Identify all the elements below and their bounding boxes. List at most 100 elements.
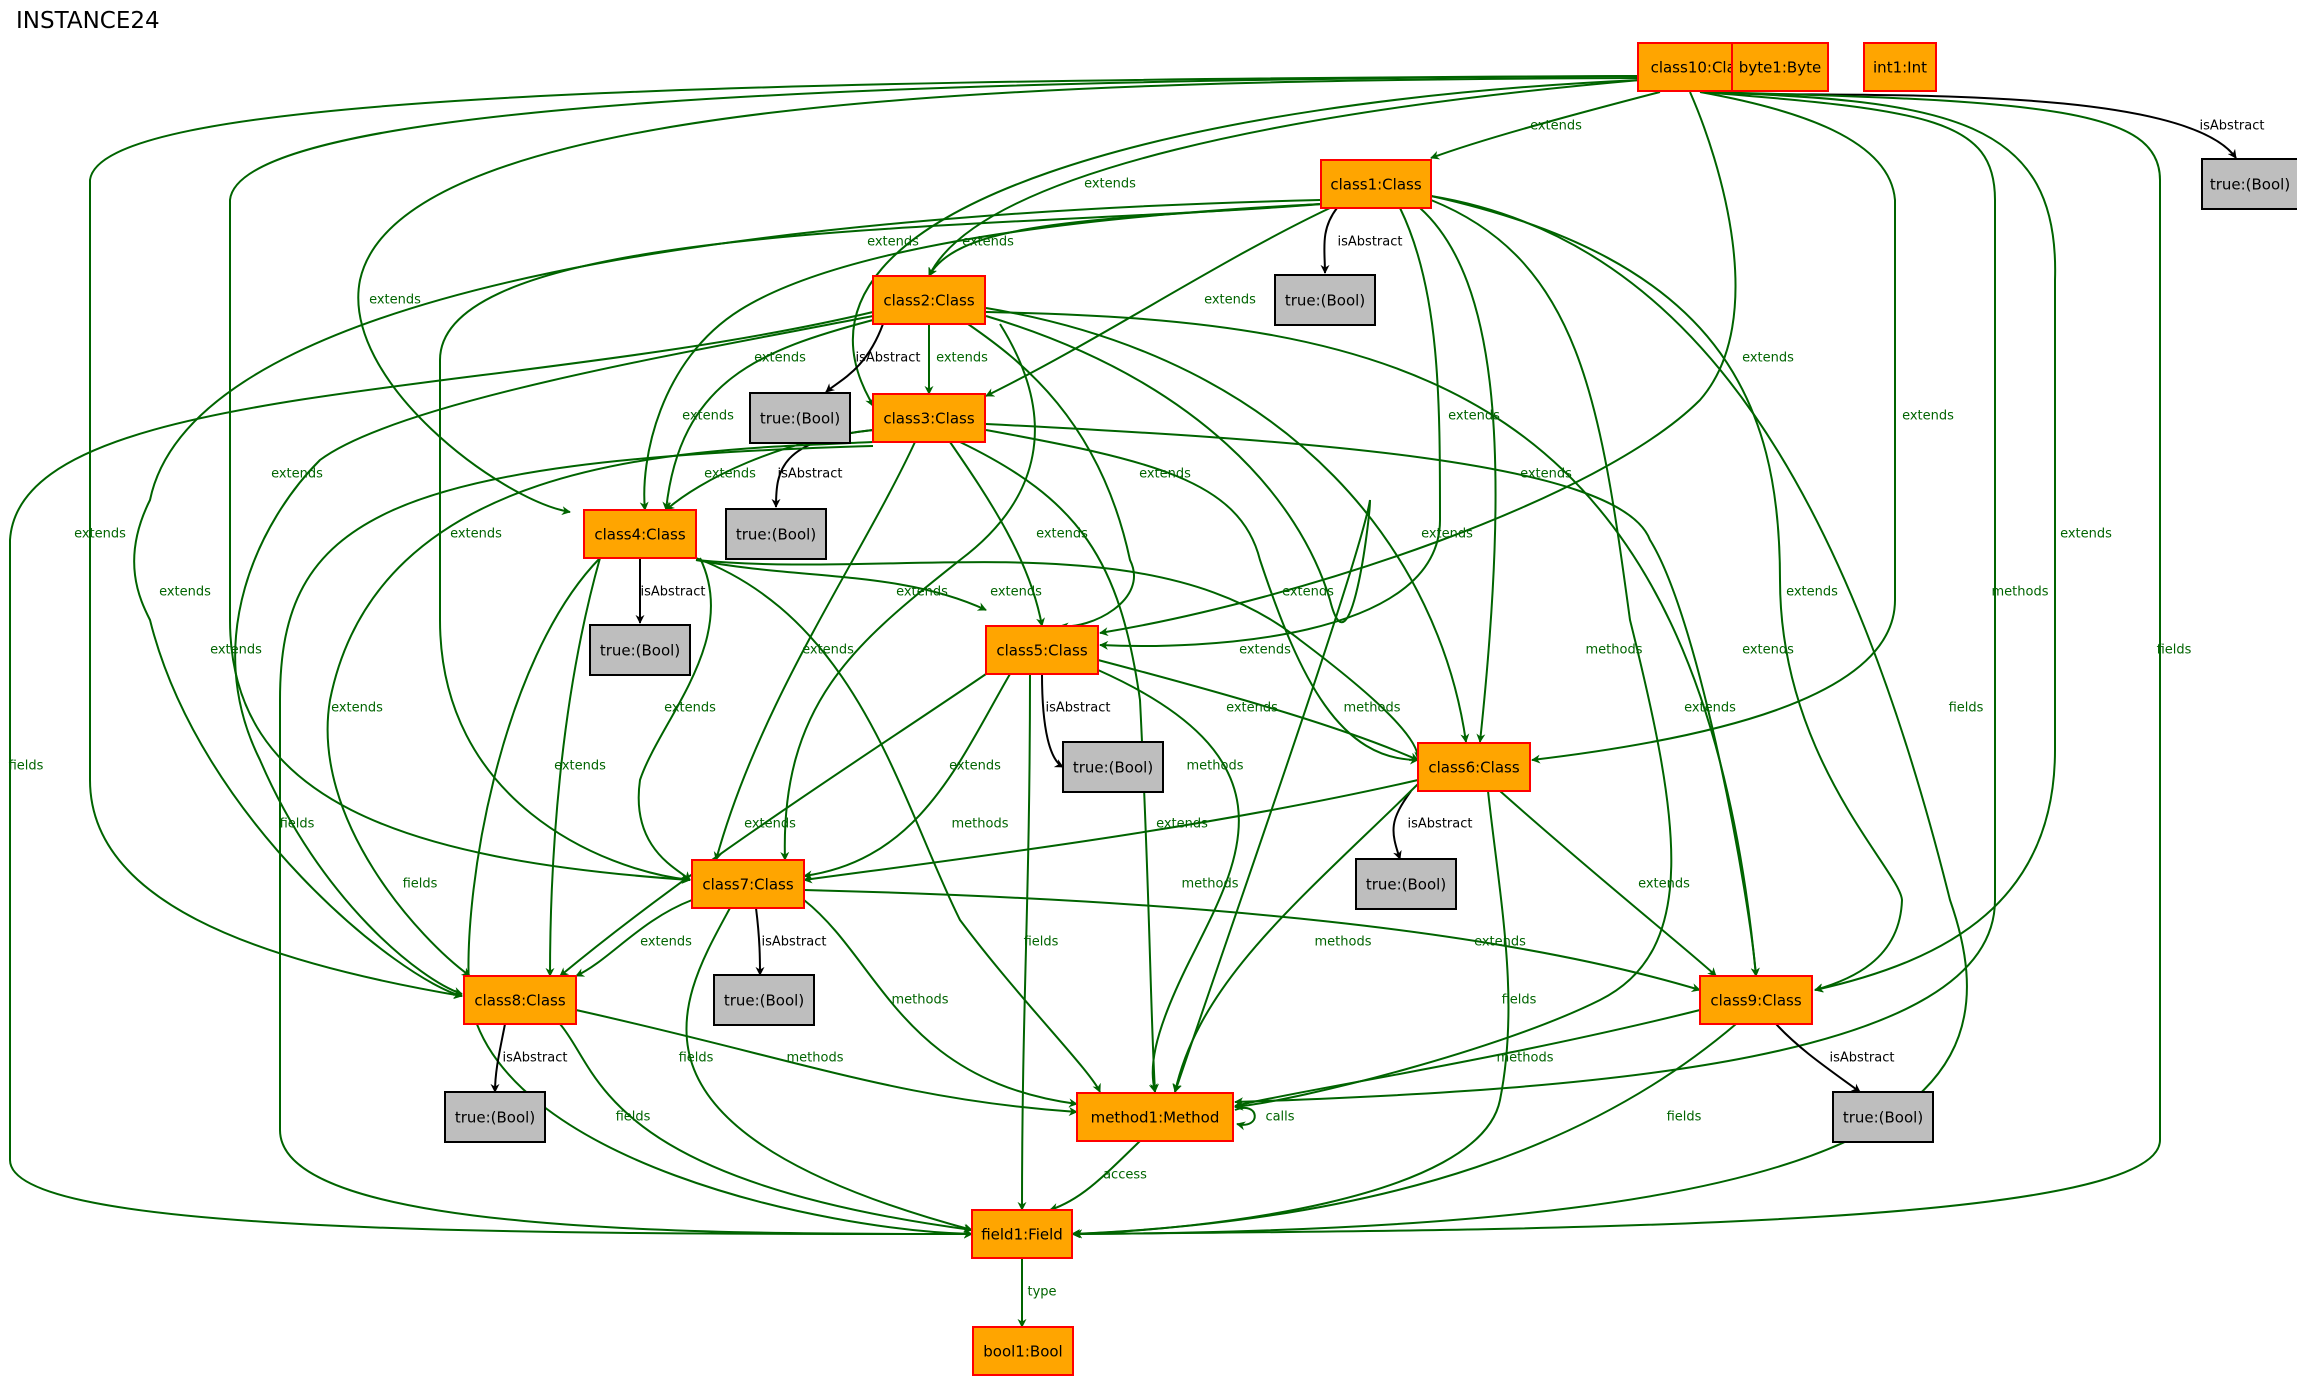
edge-class7-to-t7 bbox=[755, 907, 765, 976]
node-byte1[interactable]: byte1:Byte bbox=[1731, 42, 1829, 92]
node-t6[interactable]: true:(Bool) bbox=[1355, 858, 1457, 910]
edge-label-class2-to-class6: extends bbox=[1421, 527, 1473, 542]
node-label-t7: true:(Bool) bbox=[724, 992, 804, 1010]
node-class5[interactable]: class5:Class bbox=[985, 625, 1099, 675]
edge-label-class2-to-class9: extends bbox=[1742, 643, 1794, 658]
edge-class3-to-class9 bbox=[985, 423, 1760, 977]
edge-label-class4-to-class7: extends bbox=[664, 701, 716, 716]
node-box-class1[interactable] bbox=[1320, 159, 1432, 209]
edge-class5-to-method1 bbox=[1097, 669, 1240, 1093]
edge-class1-to-class8 bbox=[133, 199, 1321, 999]
node-box-field1[interactable] bbox=[971, 1209, 1073, 1259]
edge-class1-to-class9 bbox=[1430, 195, 1904, 993]
edge-label-class3-to-class9: extends bbox=[1684, 701, 1736, 716]
node-box-int1[interactable] bbox=[1863, 42, 1937, 92]
edge-class9-to-field1 bbox=[1071, 1023, 1737, 1239]
node-box-t5[interactable] bbox=[1062, 741, 1164, 793]
node-box-t10[interactable] bbox=[2201, 158, 2297, 210]
node-box-class5[interactable] bbox=[985, 625, 1099, 675]
edge-class4-to-class5 bbox=[695, 559, 987, 611]
node-t1[interactable]: true:(Bool) bbox=[1274, 274, 1376, 326]
edge-label-class10-to-field1: fields bbox=[2157, 643, 2192, 658]
edge-method1-to-method1 bbox=[1234, 1107, 1256, 1131]
edge-label-class1-to-t1: isAbstract bbox=[1338, 235, 1403, 250]
edge-class9-to-method1 bbox=[1234, 1009, 1701, 1109]
node-class4[interactable]: class4:Class bbox=[583, 509, 697, 559]
node-box-class3[interactable] bbox=[872, 393, 986, 443]
node-method1[interactable]: method1:Method bbox=[1076, 1092, 1234, 1142]
edge-label-class1-to-class3: extends bbox=[1204, 293, 1256, 308]
node-class6[interactable]: class6:Class bbox=[1417, 742, 1531, 792]
node-t5[interactable]: true:(Bool) bbox=[1062, 741, 1164, 793]
node-label-class3: class3:Class bbox=[883, 410, 974, 428]
node-label-t10: true:(Bool) bbox=[2210, 176, 2290, 194]
node-bool1[interactable]: bool1:Bool bbox=[972, 1326, 1074, 1376]
node-field1[interactable]: field1:Field bbox=[971, 1209, 1073, 1259]
node-box-t9[interactable] bbox=[1832, 1091, 1934, 1143]
node-class8[interactable]: class8:Class bbox=[463, 975, 577, 1025]
node-label-class4: class4:Class bbox=[594, 526, 685, 544]
edge-class7-to-class8 bbox=[575, 899, 693, 977]
edge-class3-to-class8 bbox=[326, 441, 874, 977]
node-box-t4[interactable] bbox=[589, 624, 691, 676]
node-t4[interactable]: true:(Bool) bbox=[589, 624, 691, 676]
node-t9[interactable]: true:(Bool) bbox=[1832, 1091, 1934, 1143]
edge-label-class10-to-class6: extends bbox=[1902, 409, 1954, 424]
edge-class10-to-method1 bbox=[1234, 91, 1996, 1107]
edge-label-class8-to-method1: methods bbox=[787, 1051, 844, 1066]
edge-class3-to-field1 bbox=[279, 445, 973, 1239]
node-box-class7[interactable] bbox=[691, 859, 805, 909]
edge-label-class10-to-class8: extends bbox=[74, 527, 126, 542]
node-t2[interactable]: true:(Bool) bbox=[749, 392, 851, 444]
node-box-method1[interactable] bbox=[1076, 1092, 1234, 1142]
node-class1[interactable]: class1:Class bbox=[1320, 159, 1432, 209]
edge-class8-to-field1 bbox=[559, 1023, 973, 1234]
edge-class1-to-class5 bbox=[1099, 207, 1442, 650]
node-t7[interactable]: true:(Bool) bbox=[713, 974, 815, 1026]
node-box-t8[interactable] bbox=[444, 1091, 546, 1143]
edge-class10-to-class7 bbox=[229, 75, 1641, 884]
node-class2[interactable]: class2:Class bbox=[872, 275, 986, 325]
node-label-class9: class9:Class bbox=[1710, 992, 1801, 1010]
node-label-class7: class7:Class bbox=[702, 876, 793, 894]
edge-class6-to-method1 bbox=[1172, 783, 1419, 1093]
node-box-class6[interactable] bbox=[1417, 742, 1531, 792]
node-class7[interactable]: class7:Class bbox=[691, 859, 805, 909]
node-box-t6[interactable] bbox=[1355, 858, 1457, 910]
node-label-int1: int1:Int bbox=[1873, 59, 1927, 77]
edge-labels-layer: isAbstract extends extends extends extends ex… bbox=[9, 119, 2265, 1300]
edge-class7-to-method1 bbox=[803, 899, 1078, 1108]
edge-label-class10-to-class1: extends bbox=[1530, 119, 1582, 134]
node-t3[interactable]: true:(Bool) bbox=[725, 508, 827, 560]
edge-label-class1-to-class4: extends bbox=[754, 351, 806, 366]
edge-label-class10-to-class9: extends bbox=[2060, 527, 2112, 542]
node-box-class4[interactable] bbox=[583, 509, 697, 559]
node-box-byte1[interactable] bbox=[1731, 42, 1829, 92]
edge-label-class4-to-t4: isAbstract bbox=[641, 585, 706, 600]
edge-label-class5-to-field1: fields bbox=[1024, 935, 1059, 950]
node-t10[interactable]: true:(Bool) bbox=[2201, 158, 2297, 210]
node-class3[interactable]: class3:Class bbox=[872, 393, 986, 443]
node-box-t3[interactable] bbox=[725, 508, 827, 560]
node-box-class9[interactable] bbox=[1699, 975, 1813, 1025]
node-box-class2[interactable] bbox=[872, 275, 986, 325]
node-box-t1[interactable] bbox=[1274, 274, 1376, 326]
edge-label-class1-to-class6: extends bbox=[1520, 467, 1572, 482]
node-box-class8[interactable] bbox=[463, 975, 577, 1025]
edge-label-class3-to-class7: extends bbox=[802, 643, 854, 658]
edge-class10-to-class4 bbox=[357, 77, 1641, 516]
node-t8[interactable]: true:(Bool) bbox=[444, 1091, 546, 1143]
edge-label-class3-to-field1: fields bbox=[280, 817, 315, 832]
node-box-t2[interactable] bbox=[749, 392, 851, 444]
edge-label-class4-to-field1: fields bbox=[403, 877, 438, 892]
node-class9[interactable]: class9:Class bbox=[1699, 975, 1813, 1025]
node-label-t4: true:(Bool) bbox=[600, 642, 680, 660]
edge-label-class4-to-method1: methods bbox=[952, 817, 1009, 832]
edge-label-class2-to-field1: fields bbox=[9, 759, 44, 774]
edge-label-class10-to-class7: extends bbox=[271, 467, 323, 482]
node-box-t7[interactable] bbox=[713, 974, 815, 1026]
node-box-bool1[interactable] bbox=[972, 1326, 1074, 1376]
node-int1[interactable]: int1:Int bbox=[1863, 42, 1937, 92]
edge-class5-to-field1 bbox=[1017, 673, 1031, 1211]
